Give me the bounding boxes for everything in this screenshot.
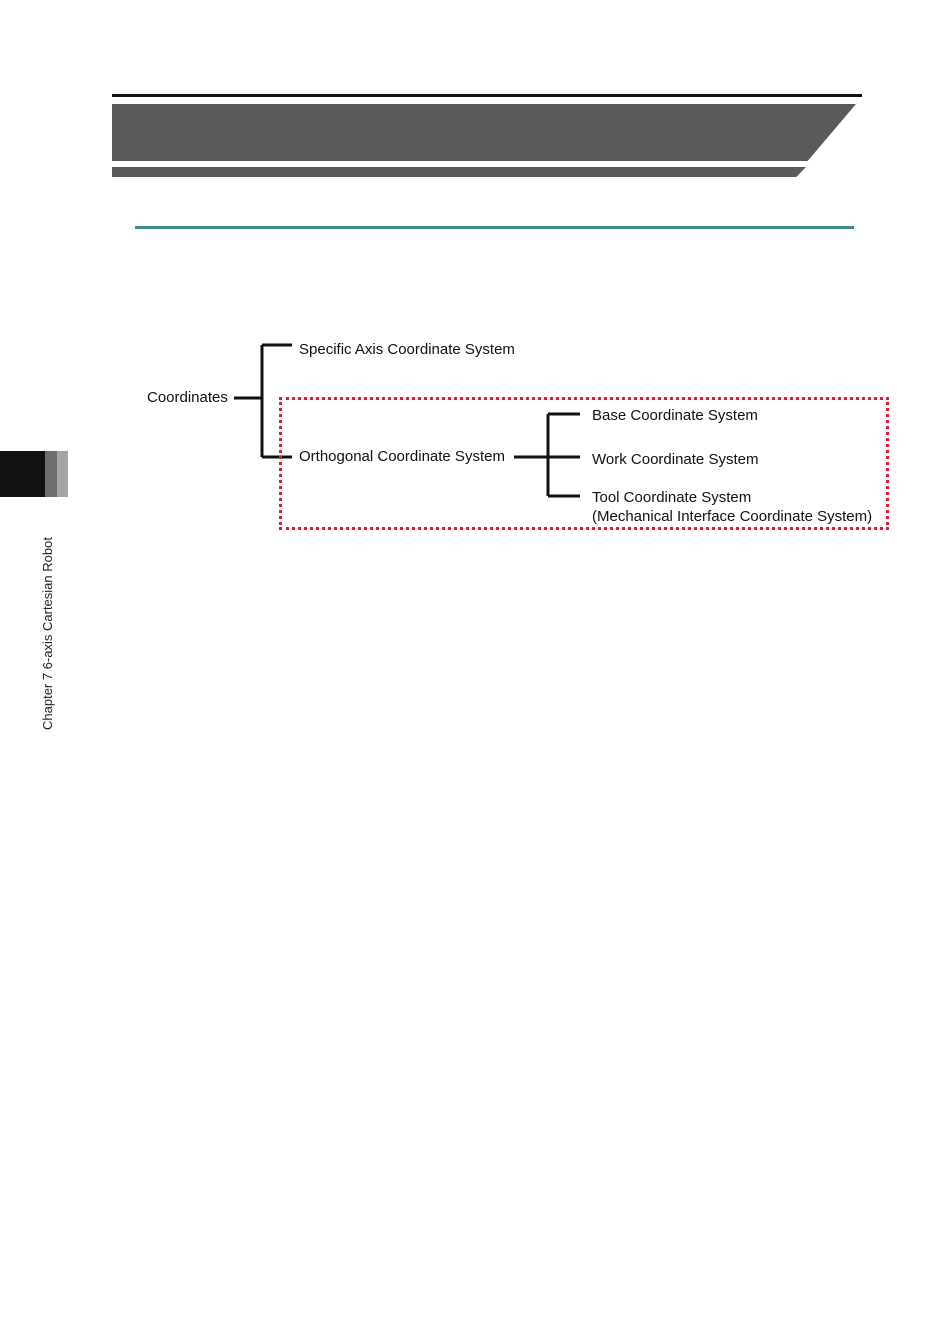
root-label-coordinates: Coordinates: [147, 390, 228, 405]
node-work-coordinate: Work Coordinate System: [592, 452, 758, 467]
node-specific-axis: Specific Axis Coordinate System: [299, 342, 515, 357]
node-tool-coordinate-note: (Mechanical Interface Coordinate System): [592, 509, 872, 524]
node-orthogonal: Orthogonal Coordinate System: [299, 449, 505, 464]
node-tool-coordinate: Tool Coordinate System: [592, 490, 751, 505]
node-base-coordinate: Base Coordinate System: [592, 408, 758, 423]
